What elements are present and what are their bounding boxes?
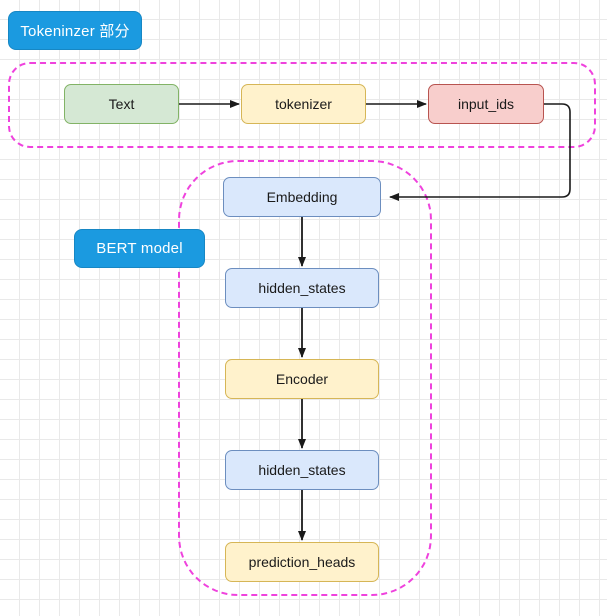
node-input-ids[interactable]: input_ids xyxy=(428,84,544,124)
node-tokenizer[interactable]: tokenizer xyxy=(241,84,366,124)
node-hidden-states-2[interactable]: hidden_states xyxy=(225,450,379,490)
badge-bert-model[interactable]: BERT model xyxy=(74,229,205,268)
node-hidden-states-1[interactable]: hidden_states xyxy=(225,268,379,308)
node-encoder[interactable]: Encoder xyxy=(225,359,379,399)
node-embedding[interactable]: Embedding xyxy=(223,177,381,217)
node-text[interactable]: Text xyxy=(64,84,179,124)
group-bert-model xyxy=(178,160,432,596)
node-prediction-heads[interactable]: prediction_heads xyxy=(225,542,379,582)
badge-tokenizer-section[interactable]: Tokeninzer 部分 xyxy=(8,11,142,50)
group-tokenizer-section xyxy=(8,62,596,148)
